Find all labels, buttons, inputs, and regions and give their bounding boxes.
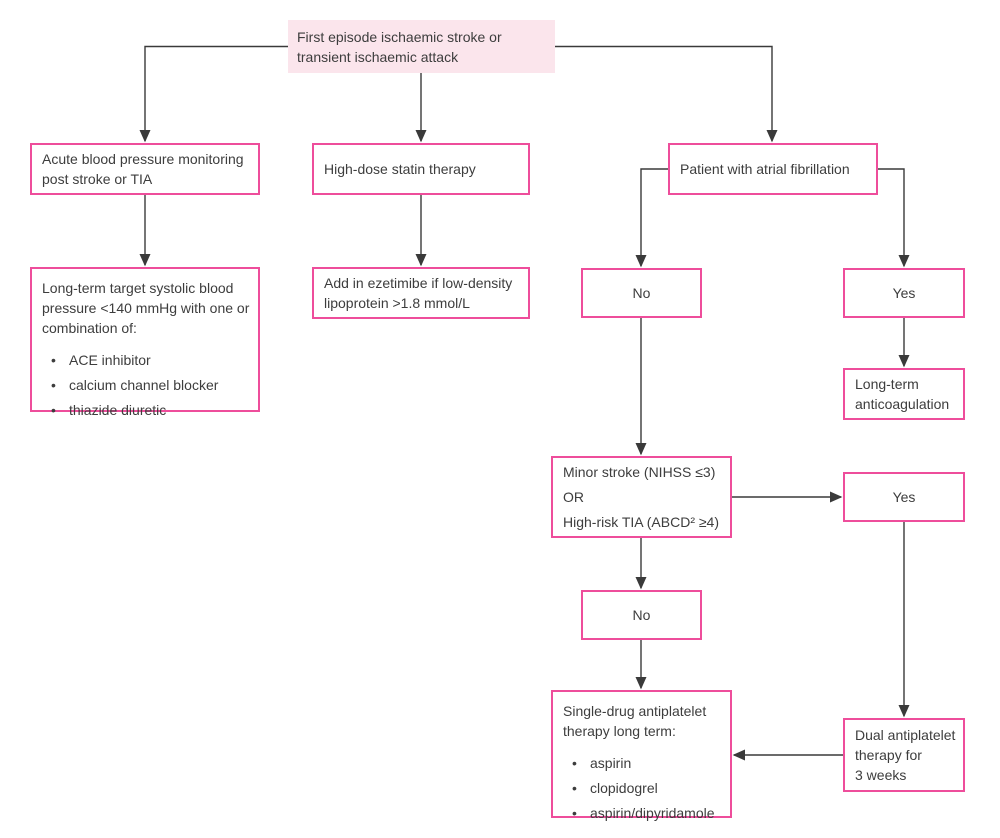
node-text: combination of: bbox=[42, 320, 137, 336]
node-text: No bbox=[632, 607, 651, 623]
node-minor-stroke-or-high-risk-tia: Minor stroke (NIHSS ≤3) OR High-risk TIA… bbox=[551, 456, 732, 538]
arrow-af-to-yes bbox=[878, 168, 910, 268]
node-text: therapy long term: bbox=[563, 723, 676, 739]
bullet-item: ACE inhibitor bbox=[42, 350, 248, 370]
node-long-term-bp-target: Long-term target systolic blood pressure… bbox=[30, 267, 260, 420]
node-text: lipoprotein >1.8 mmol/L bbox=[324, 295, 470, 311]
node-first-episode: First episode ischaemic stroke or transi… bbox=[288, 20, 555, 73]
bullet-item: clopidogrel bbox=[563, 778, 720, 798]
node-dual-antiplatelet: Dual antiplatelet therapy for 3 weeks bbox=[843, 718, 965, 792]
arrow-start-to-af bbox=[555, 45, 778, 143]
node-af-no: No bbox=[581, 268, 702, 318]
node-text: transient ischaemic attack bbox=[297, 48, 459, 65]
node-text: Long-term bbox=[855, 376, 919, 392]
node-text: First episode ischaemic stroke or bbox=[297, 28, 502, 45]
node-atrial-fibrillation: Patient with atrial fibrillation bbox=[668, 143, 878, 195]
node-high-dose-statin: High-dose statin therapy bbox=[312, 143, 530, 195]
node-text: Yes bbox=[892, 285, 916, 301]
bullet-item: aspirin bbox=[563, 753, 720, 773]
node-text: post stroke or TIA bbox=[42, 171, 153, 187]
node-text: Dual antiplatelet bbox=[855, 727, 956, 743]
arrow-start-to-acute bbox=[139, 45, 288, 143]
node-text: therapy for bbox=[855, 747, 922, 763]
node-text: High-dose statin therapy bbox=[324, 161, 476, 177]
node-minor-no: No bbox=[581, 590, 702, 640]
node-text: Patient with atrial fibrillation bbox=[680, 161, 850, 177]
node-ezetimibe: Add in ezetimibe if low-density lipoprot… bbox=[312, 267, 530, 319]
node-text: Single-drug antiplatelet bbox=[563, 703, 707, 719]
node-text: OR bbox=[563, 488, 584, 505]
bullet-list: ACE inhibitor calcium channel blocker th… bbox=[42, 345, 248, 420]
node-acute-bp-monitoring: Acute blood pressure monitoring post str… bbox=[30, 143, 260, 195]
node-text: anticoagulation bbox=[855, 396, 950, 412]
node-af-yes: Yes bbox=[843, 268, 965, 318]
bullet-item: thiazide diuretic bbox=[42, 400, 248, 420]
node-text: Acute blood pressure monitoring bbox=[42, 151, 244, 167]
arrow-af-to-no bbox=[635, 168, 668, 268]
bullet-item: aspirin/dipyridamole bbox=[563, 803, 720, 823]
node-text: Yes bbox=[892, 489, 916, 505]
node-text: High-risk TIA (ABCD² ≥4) bbox=[563, 513, 720, 530]
node-text: Long-term target systolic blood bbox=[42, 280, 234, 296]
bullet-item: calcium channel blocker bbox=[42, 375, 248, 395]
node-text: 3 weeks bbox=[855, 767, 907, 783]
node-text: Minor stroke (NIHSS ≤3) bbox=[563, 463, 716, 480]
node-text: No bbox=[632, 285, 651, 301]
node-text: pressure <140 mmHg with one or bbox=[42, 300, 250, 316]
node-single-drug-antiplatelet: Single-drug antiplatelet therapy long te… bbox=[551, 690, 732, 823]
node-minor-yes: Yes bbox=[843, 472, 965, 522]
node-text: Add in ezetimibe if low-density bbox=[324, 275, 513, 291]
bullet-list: aspirin clopidogrel aspirin/dipyridamole bbox=[563, 748, 720, 823]
node-long-term-anticoagulation: Long-term anticoagulation bbox=[843, 368, 965, 420]
